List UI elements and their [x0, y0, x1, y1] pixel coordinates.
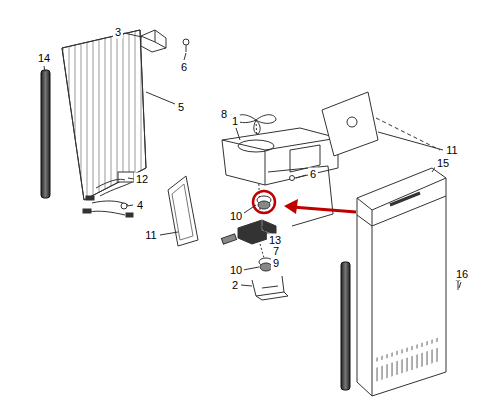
front-panel — [357, 168, 446, 396]
callout-number: 4 — [135, 199, 145, 212]
highlight-arrow — [292, 207, 356, 212]
trim-bar — [41, 70, 50, 198]
side-plate — [168, 176, 198, 246]
callout-number: 10 — [228, 210, 244, 223]
callout-number: 3 — [113, 26, 123, 39]
callout-number: 8 — [219, 108, 229, 121]
wire-harness — [83, 172, 134, 217]
callout-number: 6 — [179, 61, 189, 74]
mount-bracket — [252, 276, 288, 300]
callout-number: 1 — [230, 115, 240, 128]
side-plate — [322, 92, 378, 156]
callout-number: 14 — [36, 52, 52, 65]
callout-number: 16 — [454, 268, 470, 281]
callout-number: 15 — [435, 157, 451, 170]
callout-number: 5 — [176, 101, 186, 114]
fan-housing — [222, 128, 338, 185]
screw — [183, 39, 189, 45]
callout-number: 9 — [271, 257, 281, 270]
leader-lines — [44, 33, 461, 288]
trim-bar — [341, 262, 350, 390]
motor-bracket — [268, 166, 333, 226]
callout-number: 6 — [308, 168, 318, 181]
callout-number: 11 — [143, 229, 158, 242]
screw — [290, 176, 295, 181]
callout-number: 10 — [228, 264, 244, 277]
callout-number: 2 — [230, 279, 240, 292]
callout-number: 11 — [444, 144, 459, 157]
clip — [141, 30, 166, 52]
callout-number: 12 — [134, 173, 150, 186]
grommet — [257, 196, 271, 209]
highlight-circle — [253, 191, 275, 213]
